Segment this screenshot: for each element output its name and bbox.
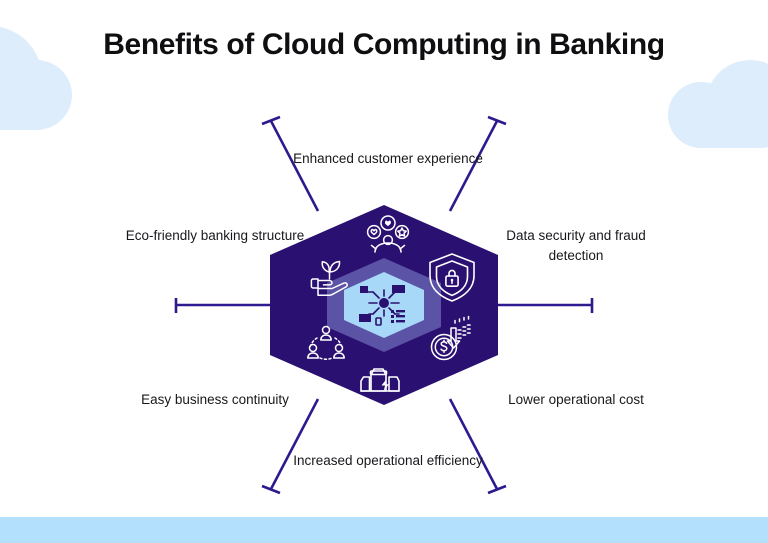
benefit-label-increased-operational-efficiency: Increased operational efficiency bbox=[293, 453, 483, 468]
benefit-label-data-security-and-fraud-detection: Data security and fraud detection bbox=[506, 228, 646, 263]
hand-plant-eco-icon bbox=[310, 260, 348, 296]
bottom-accent-bar bbox=[0, 517, 768, 543]
benefit-label-easy-business-continuity: Easy business continuity bbox=[141, 392, 289, 407]
power-plant-bolt-icon bbox=[360, 368, 400, 392]
benefit-label-enhanced-customer-experience: Enhanced customer experience bbox=[293, 151, 483, 166]
connector-line-top-left bbox=[261, 115, 320, 212]
customer-satisfaction-icon bbox=[366, 215, 410, 253]
connector-line-right bbox=[483, 298, 594, 313]
benefit-label-lower-operational-cost: Lower operational cost bbox=[508, 392, 644, 407]
connector-line-bottom-left bbox=[261, 398, 320, 495]
page-title: Benefits of Cloud Computing in Banking bbox=[103, 28, 665, 61]
cost-down-dollar-icon bbox=[430, 315, 471, 361]
benefit-label-eco-friendly-banking-structure: Eco-friendly banking structure bbox=[125, 228, 305, 243]
team-network-icon bbox=[307, 325, 345, 360]
connector-line-left bbox=[174, 298, 285, 313]
connector-line-bottom-right bbox=[448, 398, 507, 495]
shield-lock-icon bbox=[429, 253, 475, 302]
cloud-network-chip-icon bbox=[359, 285, 405, 326]
connector-line-top-right bbox=[448, 115, 507, 212]
